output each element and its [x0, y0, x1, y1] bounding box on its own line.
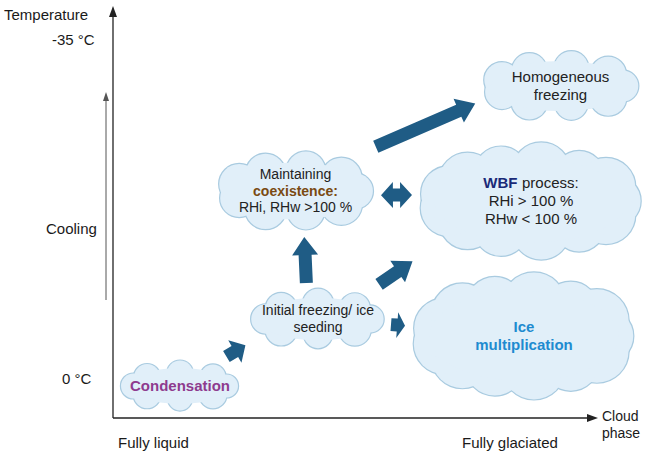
node-text: Homogeneous freezing: [502, 68, 620, 104]
cloud-node: Condensation: [118, 358, 242, 414]
axis-arrowhead: [109, 6, 117, 17]
node-text: WBF: [483, 174, 517, 191]
cooling-arrowhead: [103, 92, 109, 101]
node-text: coexistence:: [239, 183, 352, 200]
process-arrow: [381, 182, 412, 208]
cloud-node: Ice multiplication: [408, 270, 640, 402]
node-text: RHw < 100 %: [483, 210, 578, 228]
axis-label: Fully glaciated: [462, 434, 558, 452]
node-text: RHi > 100 %: [483, 192, 578, 210]
cloud-node: Homogeneous freezing: [478, 48, 643, 124]
axis-label: Temperature: [4, 6, 88, 24]
process-arrow: [373, 99, 475, 153]
node-text: Condensation: [130, 377, 230, 395]
node-text: Initial freezing/ ice seeding: [260, 302, 376, 336]
axis-arrowhead: [587, 414, 598, 422]
cloud-node: WBF process:RHi > 100 %RHw < 100 %: [415, 140, 647, 262]
axis-label: Cloud phase: [602, 408, 648, 442]
axis-label: -35 °C: [52, 31, 95, 49]
cloud-text-block: Condensation: [130, 377, 230, 395]
cloud-node: Maintainingcoexistence:RHi, RHw >100 %: [213, 148, 378, 234]
cloud-text-block: Maintainingcoexistence:RHi, RHw >100 %: [239, 166, 352, 216]
node-text: Maintaining: [239, 166, 352, 183]
axis-label: Cooling: [46, 220, 97, 238]
process-arrow: [375, 261, 412, 290]
process-arrow: [391, 312, 406, 338]
node-text: RHi, RHw >100 %: [239, 199, 352, 216]
cooling-arrow: [106, 100, 107, 300]
temperature-axis: [112, 16, 113, 418]
node-text: Ice multiplication: [465, 318, 583, 354]
cloud-text-block: Homogeneous freezing: [502, 68, 620, 104]
node-text: process:: [522, 174, 579, 191]
cloud-node: Initial freezing/ ice seeding: [248, 286, 388, 352]
cloud-text-block: WBF process:RHi > 100 %RHw < 100 %: [483, 174, 578, 228]
process-arrow: [292, 237, 318, 283]
axis-label: Fully liquid: [118, 434, 189, 452]
phase-axis: [113, 417, 588, 418]
cloud-text-block: Ice multiplication: [465, 318, 583, 354]
process-arrow: [223, 340, 245, 362]
cloud-text-block: Initial freezing/ ice seeding: [260, 302, 376, 336]
axis-label: 0 °C: [62, 370, 91, 388]
